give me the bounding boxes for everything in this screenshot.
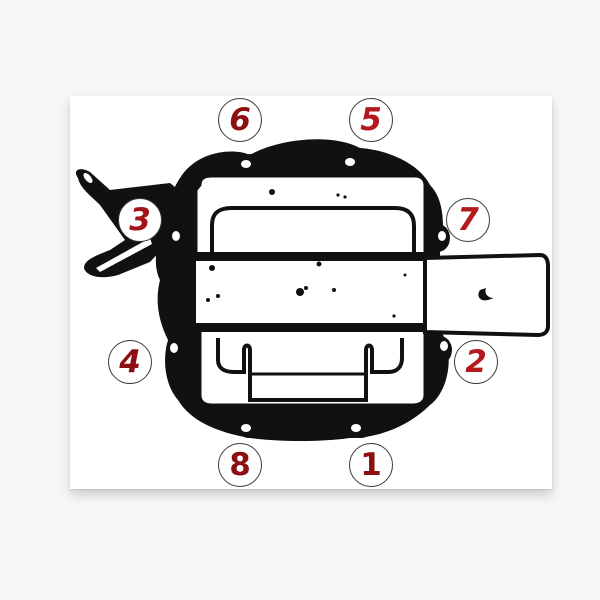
cap-upper-face [194,174,427,257]
terminal-5-badge: 5 [349,98,393,142]
terminal-6-badge: 6 [218,98,262,142]
lower-tab [216,338,404,402]
terminal-2-badge: 2 [454,340,498,384]
terminal-3-badge: 3 [118,198,162,242]
terminal-8-badge: 8 [218,443,262,487]
cap-band [192,256,428,330]
cap-window [210,206,416,260]
cap-seam [194,252,426,261]
terminal-7-badge: 7 [446,198,490,242]
cap-lower-face [198,328,427,407]
terminal-1-badge: 1 [349,443,393,487]
terminal-4-badge: 4 [108,340,152,384]
cap-seam-lower [196,323,426,332]
right-tab-mark [478,288,494,301]
